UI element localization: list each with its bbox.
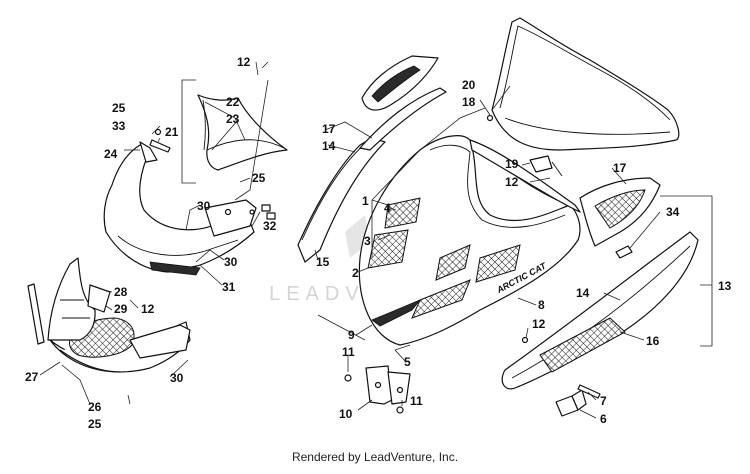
callout-12: 12 <box>532 317 546 331</box>
callout-18: 18 <box>462 95 476 109</box>
side-rail-15 <box>297 137 386 263</box>
callout-8: 8 <box>538 298 545 312</box>
callout-3: 3 <box>364 234 371 248</box>
callout-11: 11 <box>410 394 423 408</box>
callout-25: 25 <box>88 417 102 431</box>
callout-23: 23 <box>226 112 240 126</box>
callout-17: 17 <box>613 161 627 175</box>
callout-25: 25 <box>252 171 266 185</box>
callout-9: 9 <box>348 328 355 342</box>
clip-34 <box>615 245 633 259</box>
hood-grille-4 <box>384 197 421 229</box>
callout-33: 33 <box>112 119 126 133</box>
callout-14: 14 <box>576 286 590 300</box>
callout-13: 13 <box>718 279 732 293</box>
callout-24: 24 <box>104 147 118 161</box>
callout-30: 30 <box>224 255 238 269</box>
callout-25: 25 <box>112 101 126 115</box>
screw-11b <box>396 406 404 414</box>
hood-grille-3 <box>367 229 409 269</box>
mount-bracket-10 <box>365 365 411 405</box>
callout-34: 34 <box>666 205 680 219</box>
fastener-set-32 <box>249 204 276 220</box>
bracket-19 <box>529 155 563 177</box>
screw-11a <box>344 374 352 382</box>
hood-vent-decal-2 <box>371 244 521 327</box>
callout-15: 15 <box>316 255 330 269</box>
bolt-7 <box>577 384 601 399</box>
callout-1: 1 <box>362 194 369 208</box>
callout-12: 12 <box>505 175 519 189</box>
side-vent-17 <box>579 177 661 247</box>
leader-21-bracket <box>181 79 196 184</box>
watermark-logo <box>345 215 370 258</box>
callout-6: 6 <box>600 412 607 426</box>
lower-side-panel-13 <box>501 231 699 390</box>
callout-2: 2 <box>352 266 359 280</box>
upper-panel-22 <box>197 94 288 171</box>
upper-rail-17 <box>359 87 447 151</box>
callout-27: 27 <box>25 370 39 384</box>
callout-32: 32 <box>263 219 277 233</box>
callout-29: 29 <box>114 302 128 316</box>
upper-vent-17 <box>361 55 439 111</box>
screw-18 <box>486 114 494 122</box>
callout-4: 4 <box>384 201 391 215</box>
bracket-6 <box>555 389 587 417</box>
callout-30: 30 <box>197 199 211 213</box>
callout-7: 7 <box>600 394 607 408</box>
callout-12: 12 <box>237 55 251 69</box>
lower-trim-piece <box>129 324 191 359</box>
callout-5: 5 <box>404 355 411 369</box>
side-bracket-piece <box>204 199 257 237</box>
callout-14: 14 <box>322 139 336 153</box>
callout-11: 11 <box>342 345 355 359</box>
callout-21: 21 <box>165 125 179 139</box>
callout-12: 12 <box>141 302 155 316</box>
callout-28: 28 <box>114 285 128 299</box>
callout-26: 26 <box>88 400 102 414</box>
callout-20: 20 <box>462 78 476 92</box>
callout-19: 19 <box>505 157 519 171</box>
callout-16: 16 <box>646 334 660 348</box>
callout-10: 10 <box>339 407 353 421</box>
footer-credit: Rendered by LeadVenture, Inc. <box>291 450 459 464</box>
callout-31: 31 <box>222 280 236 294</box>
callout-17: 17 <box>322 122 336 136</box>
leader-lines <box>39 61 713 419</box>
side-fin-panel <box>47 257 111 341</box>
support-rod-27 <box>27 283 45 345</box>
main-hood-1 <box>358 135 581 346</box>
callout-30: 30 <box>170 371 184 385</box>
callout-labels: 12 22 23 21 25 33 24 25 30 32 30 31 28 2… <box>25 55 732 431</box>
small-hardware-33 <box>149 128 171 153</box>
callout-22: 22 <box>226 95 240 109</box>
windshield-20 <box>491 17 680 151</box>
